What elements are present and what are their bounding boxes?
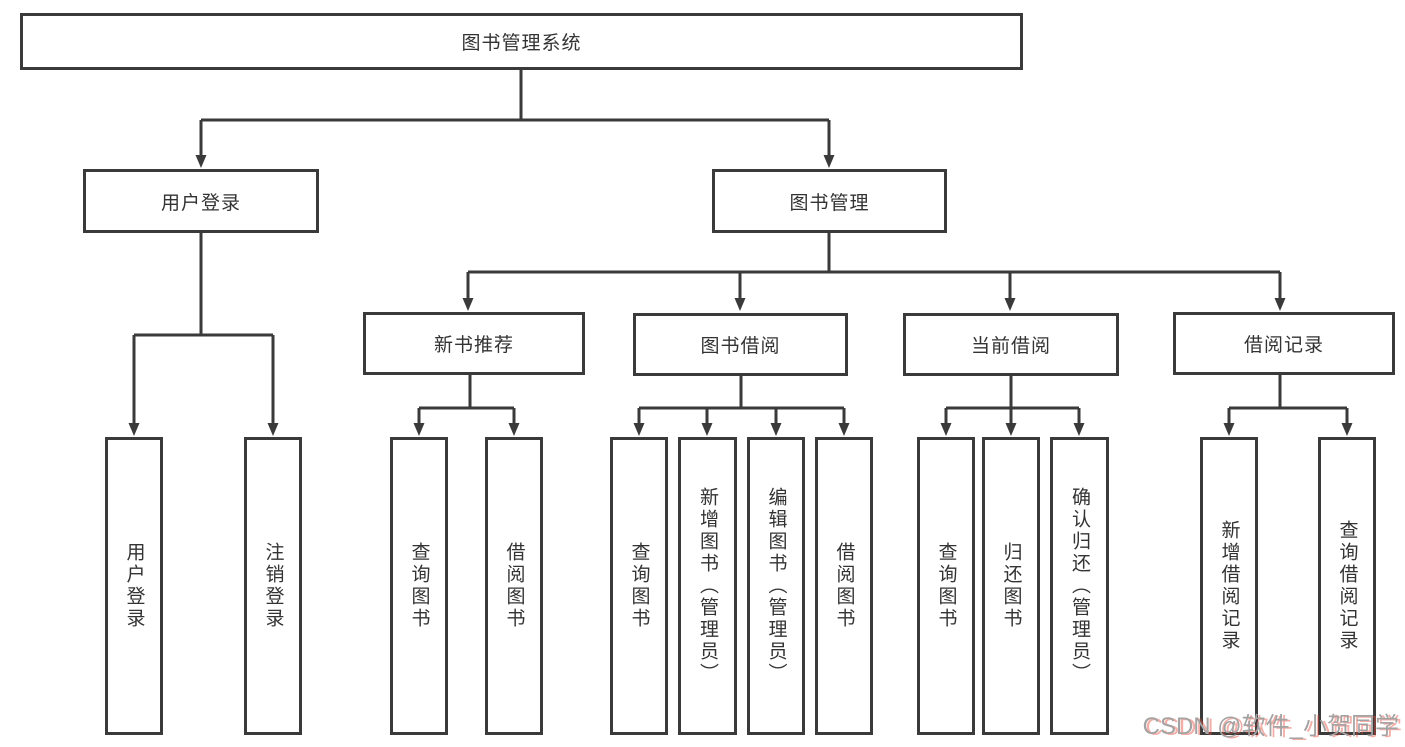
arrow-icon	[413, 423, 425, 436]
node-label: 编辑图书（管理员）	[765, 487, 787, 685]
node-label: 图书管理系统	[461, 33, 582, 54]
leaf-query-books-recommend: 查询图书	[390, 437, 448, 735]
connector-root-to-level2	[199, 70, 831, 160]
node-label: 借阅图书	[833, 542, 855, 630]
arrow-icon	[508, 423, 520, 436]
arrow-icon	[267, 423, 279, 436]
leaf-borrow-books: 借阅图书	[815, 437, 873, 735]
node-label: 新增图书（管理员）	[697, 487, 718, 685]
leaf-confirm-return-admin: 确认归还（管理员）	[1050, 437, 1109, 735]
arrow-icon	[1073, 423, 1085, 436]
node-label: 图书管理	[789, 192, 870, 214]
node-book-management: 图书管理	[712, 169, 947, 233]
leaf-query-books-current: 查询图书	[917, 437, 975, 735]
arrow-icon	[838, 423, 850, 436]
connector-new-book-recommend-to-leaves	[417, 375, 516, 429]
connector-user-login-to-leaves	[132, 233, 275, 429]
leaf-add-borrow-record: 新增借阅记录	[1200, 437, 1258, 735]
connector-current-borrow-to-leaves	[944, 376, 1081, 429]
node-label: 当前借阅	[970, 336, 1051, 357]
node-label: 归还图书	[1000, 542, 1022, 630]
node-label: 用户登录	[160, 192, 241, 214]
node-label: 图书借阅	[700, 336, 781, 357]
leaf-user-login: 用户登录	[105, 437, 163, 735]
leaf-logout: 注销登录	[244, 437, 302, 735]
node-label: 借阅记录	[1243, 335, 1324, 356]
leaf-query-books-borrow: 查询图书	[610, 437, 668, 735]
leaf-query-borrow-record: 查询借阅记录	[1318, 437, 1376, 735]
node-label: 查询图书	[935, 542, 957, 630]
arrow-icon	[128, 423, 140, 436]
leaf-borrow-books-recommend: 借阅图书	[485, 437, 543, 735]
arrow-icon	[1223, 423, 1235, 436]
arrow-icon	[823, 155, 835, 168]
arrow-icon	[1341, 423, 1353, 436]
node-new-book-recommend: 新书推荐	[363, 312, 585, 375]
arrow-icon	[770, 423, 782, 436]
arrow-icon	[1274, 298, 1286, 311]
node-label: 用户登录	[123, 542, 145, 630]
node-borrow-records: 借阅记录	[1173, 312, 1395, 375]
node-label: 新书推荐	[433, 335, 514, 356]
watermark: CSDN @软件_小贺同学	[1142, 713, 1399, 740]
arrow-icon	[462, 298, 474, 311]
node-book-borrow: 图书借阅	[633, 313, 848, 376]
node-label: 借阅图书	[503, 542, 525, 630]
arrow-icon	[195, 155, 207, 168]
leaf-add-book-admin: 新增图书（管理员）	[678, 437, 737, 735]
leaf-edit-book-admin: 编辑图书（管理员）	[747, 437, 805, 735]
arrowheads	[128, 155, 1353, 436]
node-label: 查询图书	[628, 542, 650, 630]
arrow-icon	[701, 423, 713, 436]
arrow-icon	[734, 298, 746, 311]
node-label: 注销登录	[262, 542, 284, 630]
node-label: 查询借阅记录	[1336, 520, 1358, 652]
arrow-icon	[1004, 298, 1016, 311]
arrow-icon	[1005, 423, 1017, 436]
node-label: 查询图书	[408, 542, 430, 630]
connector-book-borrow-to-leaves	[637, 376, 846, 429]
node-current-borrow: 当前借阅	[903, 313, 1119, 376]
node-user-login: 用户登录	[83, 169, 319, 233]
node-label: 确认归还（管理员）	[1069, 487, 1090, 685]
arrow-icon	[940, 423, 952, 436]
connector-borrow-records-to-leaves	[1227, 375, 1349, 429]
connector-book-management-to-level3	[466, 233, 1282, 304]
node-library-management-system: 图书管理系统	[20, 13, 1023, 70]
arrow-icon	[633, 423, 645, 436]
node-label: 新增借阅记录	[1218, 520, 1240, 652]
leaf-return-book: 归还图书	[982, 437, 1040, 735]
